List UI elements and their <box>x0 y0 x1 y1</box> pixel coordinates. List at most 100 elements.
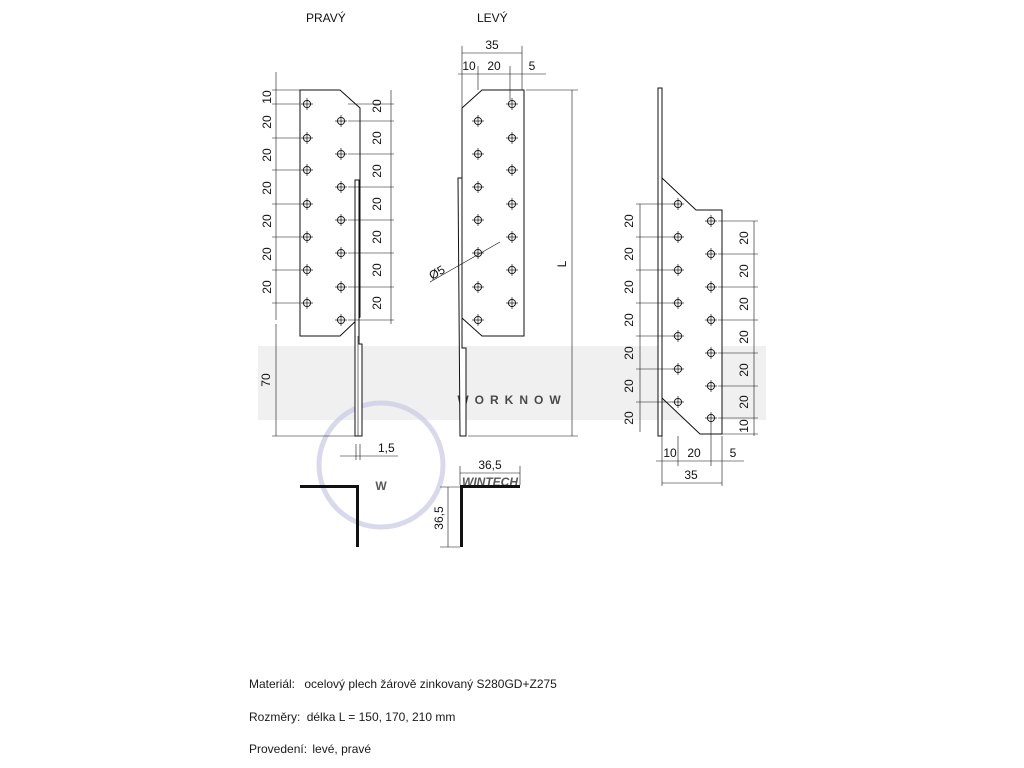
right-hole-right-6 <box>335 281 347 293</box>
right-dim-left-7: 20 <box>260 280 274 294</box>
third-hole-inner-1 <box>705 215 717 227</box>
left-hole-inner-1 <box>506 98 518 110</box>
left-hole-outer-7 <box>472 314 484 326</box>
third-plate-outline <box>661 176 723 435</box>
right-dim-right-1: 20 <box>370 99 384 113</box>
left-flange-strip <box>457 177 467 437</box>
right-dim-right-3: 20 <box>370 164 384 178</box>
third-dim-right-2: 20 <box>737 264 751 278</box>
third-hole-outer-2 <box>672 231 684 243</box>
left-hole-inner-6 <box>506 264 518 276</box>
third-hole-outer-3 <box>672 264 684 276</box>
right-dim-right-6: 20 <box>370 263 384 277</box>
right-hole-left-5 <box>301 231 313 243</box>
right-hole-left-4 <box>301 198 313 210</box>
third-flange-strip <box>657 87 663 437</box>
right-hole-left-7 <box>301 297 313 309</box>
third-dim-part-1: 10 <box>663 446 677 460</box>
left-dim-total: 35 <box>485 38 499 52</box>
left-dim-part-1: 10 <box>462 59 476 73</box>
right-dim-right-2: 20 <box>370 131 384 145</box>
right-dim-left-6: 20 <box>260 247 274 261</box>
right-hole-left-6 <box>301 264 313 276</box>
spec-dimensions-value: délka L = 150, 170, 210 mm <box>306 710 456 724</box>
left-hole-outer-3 <box>472 181 484 193</box>
third-hole-outer-4 <box>672 297 684 309</box>
third-hole-inner-5 <box>705 347 717 359</box>
third-hole-grid <box>672 198 717 424</box>
left-angle-section: 36,5 36,5 <box>432 458 521 548</box>
spec-material-label: Materiál: <box>249 677 296 691</box>
right-dim-right-5: 20 <box>370 230 384 244</box>
left-dim-part-3: 5 <box>529 59 536 73</box>
third-dim-right-1: 20 <box>737 231 751 245</box>
third-hole-inner-7 <box>705 412 717 424</box>
spec-variant-label: Provedení: <box>249 742 308 756</box>
third-hole-outer-1 <box>672 198 684 210</box>
left-hole-outer-1 <box>472 115 484 127</box>
third-hole-inner-6 <box>705 380 717 392</box>
right-hole-right-7 <box>335 314 347 326</box>
third-dim-left-5: 20 <box>622 346 636 360</box>
right-dim-left-5: 20 <box>260 214 274 228</box>
third-dim-total: 35 <box>684 468 698 482</box>
left-plate-outline <box>461 89 525 337</box>
left-dim-part-2: 20 <box>487 59 501 73</box>
left-hole-inner-7 <box>506 297 518 309</box>
left-hole-inner-3 <box>506 164 518 176</box>
left-hole-inner-2 <box>506 132 518 144</box>
third-hole-inner-4 <box>705 314 717 326</box>
third-hole-inner-2 <box>705 248 717 260</box>
right-hole-right-1 <box>335 115 347 127</box>
right-dim-left-3: 20 <box>260 148 274 162</box>
view-title-right: PRAVÝ <box>306 10 346 25</box>
third-dim-right-4: 20 <box>737 330 751 344</box>
right-dim-right-4: 20 <box>370 197 384 211</box>
right-flange-strip <box>354 179 363 437</box>
right-hole-left-2 <box>301 132 313 144</box>
third-dim-left-4: 20 <box>622 313 636 327</box>
left-hole-grid <box>472 98 518 326</box>
left-hole-outer-5 <box>472 247 484 259</box>
spec-dimensions-label: Rozměry: <box>249 710 301 724</box>
third-dim-left-3: 20 <box>622 280 636 294</box>
third-dim-left-2: 20 <box>622 247 636 261</box>
right-dim-left-1: 10 <box>260 90 274 104</box>
third-dim-left-1: 20 <box>622 214 636 228</box>
third-hole-outer-5 <box>672 330 684 342</box>
left-hole-inner-5 <box>506 231 518 243</box>
right-variant-view: 10 20 20 20 20 20 20 20 20 20 20 20 20 20 70 <box>259 72 394 437</box>
spec-dimensions: Rozměry: délka L = 150, 170, 210 mm <box>249 710 455 724</box>
third-dim-left-6: 20 <box>622 379 636 393</box>
watermark-brand-top: WORKNOW <box>457 393 566 407</box>
right-dim-left-4: 20 <box>260 181 274 195</box>
right-dim-tail: 70 <box>259 373 273 387</box>
right-angle-section: 1,5 <box>300 441 398 547</box>
third-hole-inner-3 <box>705 281 717 293</box>
flange-width-label: 36,5 <box>478 458 502 472</box>
spec-material-value: ocelový plech žárově zinkovaný S280GD+Z2… <box>304 677 557 691</box>
length-label: L <box>555 260 569 267</box>
right-dim-left-2: 20 <box>260 115 274 129</box>
right-dimensions: 10 20 20 20 20 20 20 20 20 20 20 20 20 20 <box>260 72 394 324</box>
third-dim-part-3: 5 <box>730 446 737 460</box>
third-dim-right-7: 10 <box>737 419 751 433</box>
left-hole-outer-4 <box>472 214 484 226</box>
right-hole-grid <box>301 98 347 326</box>
right-plate-outline <box>299 89 361 337</box>
left-hole-inner-4 <box>506 198 518 210</box>
third-dim-part-2: 20 <box>687 446 701 460</box>
third-hole-outer-7 <box>672 396 684 408</box>
right-hole-right-2 <box>335 148 347 160</box>
third-dim-left-7: 20 <box>622 411 636 425</box>
third-dim-right-6: 20 <box>737 395 751 409</box>
right-dim-right-7: 20 <box>370 296 384 310</box>
right-hole-right-5 <box>335 247 347 259</box>
thickness-label: 1,5 <box>378 441 395 455</box>
right-hole-left-3 <box>301 164 313 176</box>
spec-material: Materiál: ocelový plech žárově zinkovaný… <box>249 677 557 691</box>
right-hole-right-4 <box>335 214 347 226</box>
